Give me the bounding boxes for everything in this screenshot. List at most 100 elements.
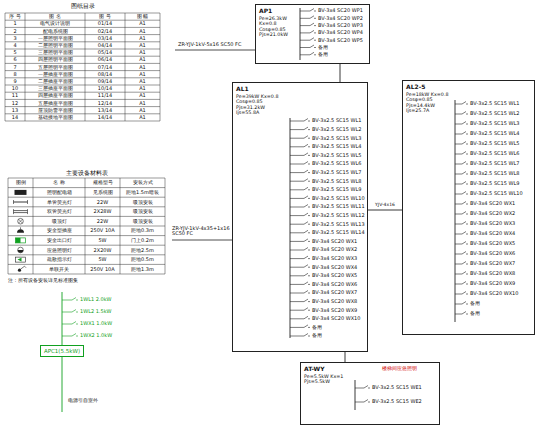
breaker-symbol bbox=[462, 112, 466, 115]
circuit-label: BV-3x2.5 SC15 WL9 bbox=[470, 181, 519, 186]
branch-wire bbox=[455, 144, 462, 145]
breaker-symbol bbox=[310, 45, 314, 48]
table-rule bbox=[8, 178, 9, 274]
breaker-symbol bbox=[304, 239, 308, 242]
feeder-connector bbox=[340, 64, 341, 82]
circuit-label: BV-3x4 SC20 WX6 bbox=[470, 251, 515, 256]
panel-name: AL2-5 bbox=[406, 84, 531, 91]
table-cell: 三层照明平面图 bbox=[25, 50, 85, 55]
table-rule bbox=[120, 178, 121, 274]
breaker-symbol bbox=[304, 230, 308, 233]
branch-wire bbox=[368, 402, 370, 403]
breaker-symbol bbox=[304, 196, 308, 199]
breaker-symbol bbox=[304, 265, 308, 268]
table-cell: 单联开关 bbox=[33, 267, 85, 272]
circuit-label: 备用 bbox=[312, 325, 322, 330]
branch-wire bbox=[455, 214, 462, 215]
breaker-symbol bbox=[462, 202, 466, 205]
branch-wire bbox=[290, 250, 304, 251]
branch-wire bbox=[455, 254, 462, 255]
table-cell: A1 bbox=[125, 65, 160, 70]
table-cell: 5W bbox=[85, 257, 120, 262]
branch-wire bbox=[300, 25, 310, 26]
panel-name: AL1 bbox=[236, 86, 364, 93]
breaker-symbol bbox=[304, 170, 308, 173]
breaker-symbol bbox=[462, 142, 466, 145]
circuit-label: BV-3x2.5 SC15 WE2 bbox=[372, 399, 422, 404]
lamp-symbol bbox=[13, 209, 14, 214]
branch-wire bbox=[62, 336, 72, 337]
table-rule bbox=[5, 27, 160, 28]
table-cell: 250V 10A bbox=[85, 267, 120, 272]
circuit-label: BV-3x2.5 SC15 WL6 bbox=[312, 161, 361, 166]
lamp-symbol bbox=[27, 200, 28, 204]
table-cell: 2X20W bbox=[85, 248, 120, 253]
circuit-label: 1WX1 1.0kW bbox=[80, 321, 112, 326]
table-header: 序 号 bbox=[5, 14, 25, 19]
panel-data: Pe=39kW Kx=0.8 Cosφ=0.85 Pjs=31.2kW Ijs=… bbox=[236, 94, 286, 116]
table-rule bbox=[5, 113, 160, 114]
branch-wire bbox=[308, 310, 310, 311]
branch-wire bbox=[308, 138, 310, 139]
table-cell: 06/14 bbox=[85, 57, 125, 62]
branch-wire bbox=[290, 155, 304, 156]
branch-wire bbox=[290, 293, 304, 294]
table-rule bbox=[5, 41, 160, 42]
breaker-symbol bbox=[310, 16, 314, 18]
table-cell: 11/14 bbox=[85, 93, 125, 98]
circuit-label: BV-3x4 SC20 WX2 bbox=[470, 211, 515, 216]
table-cell: A1 bbox=[125, 21, 160, 26]
breaker-symbol bbox=[304, 308, 308, 311]
branch-wire bbox=[290, 275, 304, 276]
table-cell: A1 bbox=[125, 29, 160, 34]
cable-label: ZR-YJV-1kV-5x16 SC50 FC bbox=[178, 42, 241, 47]
branch-wire bbox=[466, 254, 468, 255]
feeder-connector bbox=[345, 352, 346, 362]
table-rule bbox=[8, 274, 165, 275]
breaker-symbol bbox=[304, 127, 308, 130]
circuit-label: 备用 bbox=[470, 311, 480, 316]
branch-wire bbox=[466, 134, 468, 135]
breaker-symbol bbox=[304, 256, 308, 259]
branch-wire bbox=[290, 241, 304, 242]
table-rule bbox=[5, 106, 160, 107]
breaker-symbol bbox=[304, 119, 308, 122]
distribution-panel: AL2-5Pe=18kW Kx=0.8 Cosφ=0.85 Pjs=14.4kW… bbox=[402, 80, 535, 335]
table-cell: 安全型插座 bbox=[33, 228, 85, 233]
branch-wire bbox=[300, 11, 310, 12]
table-cell: 01/14 bbox=[85, 21, 125, 26]
breaker-symbol bbox=[304, 248, 308, 251]
breaker-symbol bbox=[462, 182, 466, 185]
branch-wire bbox=[308, 215, 310, 216]
note-text: 注：所有设备安装详见标准图集 bbox=[8, 278, 168, 283]
breaker-symbol bbox=[304, 282, 308, 285]
table-cell: A1 bbox=[125, 115, 160, 120]
table-cell: 四层插座平面图 bbox=[25, 93, 85, 98]
switch-symbol bbox=[21, 266, 25, 269]
feeder-line bbox=[175, 50, 255, 51]
panel-name: AT-WY bbox=[304, 366, 436, 373]
circuit-label: BV-3x4 SC20 WP5 bbox=[318, 38, 363, 43]
table-rule bbox=[5, 56, 160, 57]
lamp-symbol bbox=[14, 202, 28, 203]
table-cell: A1 bbox=[125, 43, 160, 48]
branch-wire bbox=[466, 294, 468, 295]
table-rule bbox=[165, 178, 166, 274]
branch-wire bbox=[455, 174, 462, 175]
branch-wire bbox=[308, 232, 310, 233]
feeder-line bbox=[172, 240, 232, 241]
branch-wire bbox=[455, 204, 462, 205]
socket-symbol bbox=[20, 227, 21, 229]
branch-wire bbox=[314, 32, 316, 33]
panel-data: Pe=5.5kW Kx=1 Pjs=5.5kW bbox=[304, 374, 354, 385]
circuit-label: BV-3x2.5 SC15 WL12 bbox=[312, 213, 365, 218]
circuit-label: BV-3x4 SC20 WX4 bbox=[312, 265, 357, 270]
breaker-symbol bbox=[72, 334, 76, 337]
circuit-label: BV-3x2.5 SC15 WL7 bbox=[470, 161, 519, 166]
circuit-label: BV-3x4 SC20 WX9 bbox=[312, 308, 357, 313]
table-cell: 屋顶防雷平面图 bbox=[25, 108, 85, 113]
branch-wire bbox=[290, 310, 304, 311]
table-cell: 疏散指示灯 bbox=[33, 257, 85, 262]
branch-wire bbox=[466, 214, 468, 215]
branch-wire bbox=[290, 164, 304, 165]
